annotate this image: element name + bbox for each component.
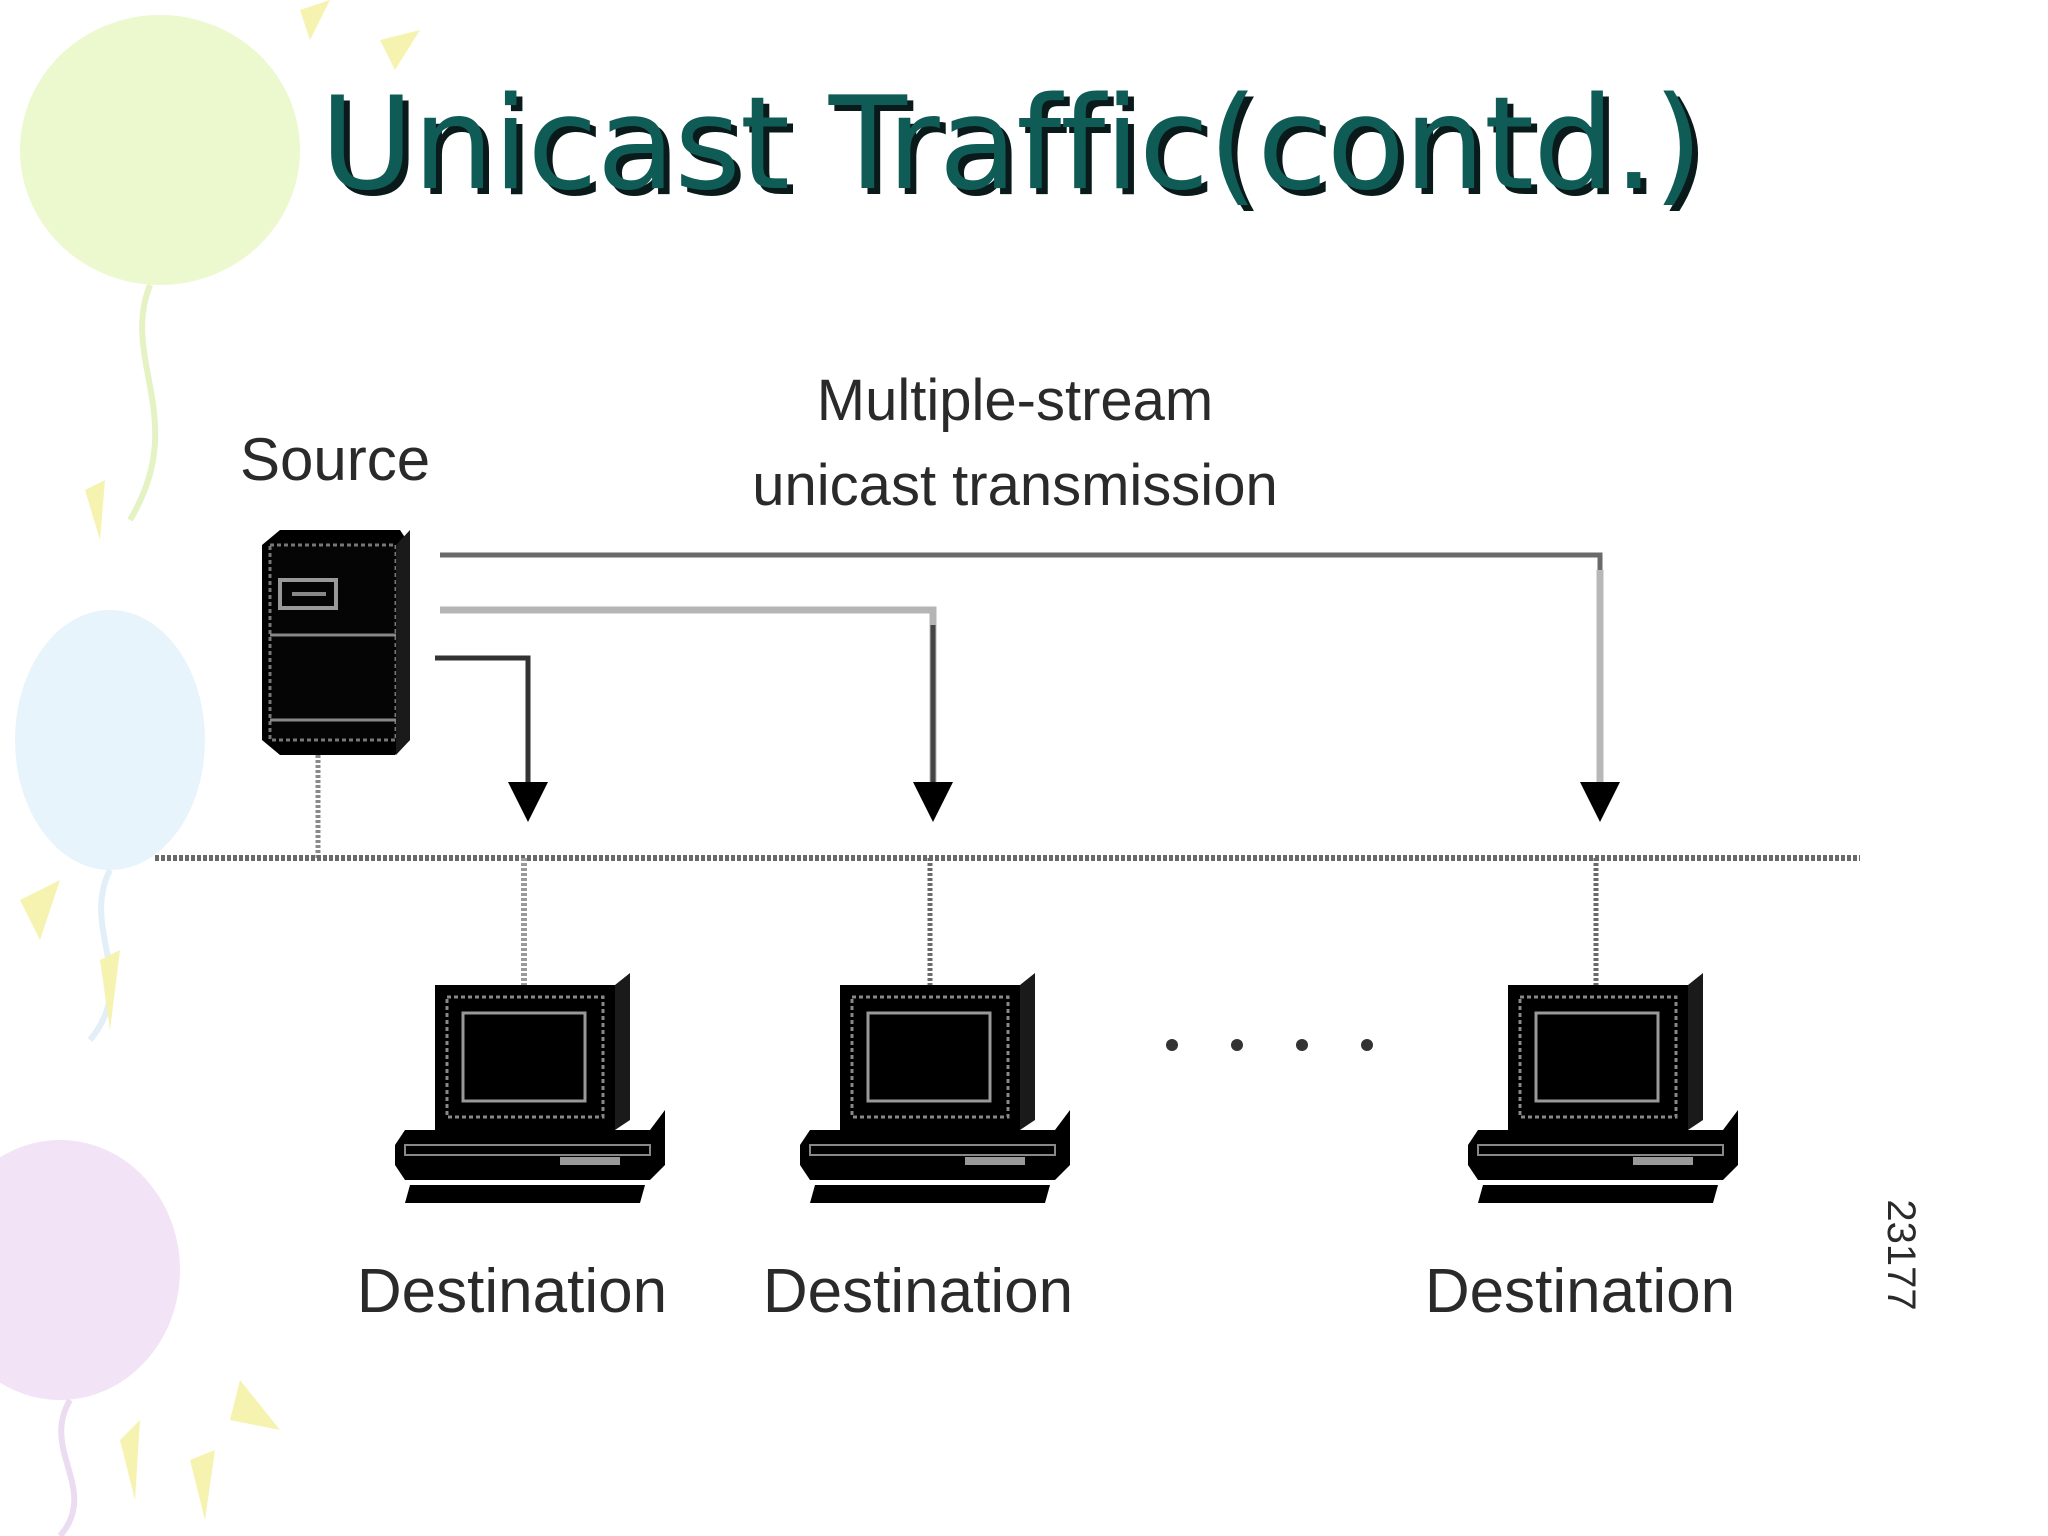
source-server-icon	[262, 530, 410, 755]
destination-label-3: Destination	[1425, 1257, 1735, 1326]
figure-id: 23177	[1879, 1199, 1923, 1310]
destination-label-2: Destination	[763, 1257, 1073, 1326]
destination-computer-1-icon	[395, 973, 665, 1203]
slide-title: Unicast Traffic(contd.)	[320, 70, 1703, 219]
stream-arrow-3	[440, 552, 1620, 822]
stream-arrow-2	[440, 606, 953, 822]
stream-label-line1: Multiple-stream	[817, 368, 1213, 433]
stream-label-line2: unicast transmission	[752, 453, 1277, 518]
destination-computer-3-icon	[1468, 973, 1738, 1203]
destination-label-1: Destination	[357, 1257, 667, 1326]
destination-computer-2-icon	[800, 973, 1070, 1203]
ellipsis-dots	[1166, 1039, 1373, 1051]
stream-arrow-1	[435, 655, 548, 822]
source-label: Source	[240, 426, 430, 493]
